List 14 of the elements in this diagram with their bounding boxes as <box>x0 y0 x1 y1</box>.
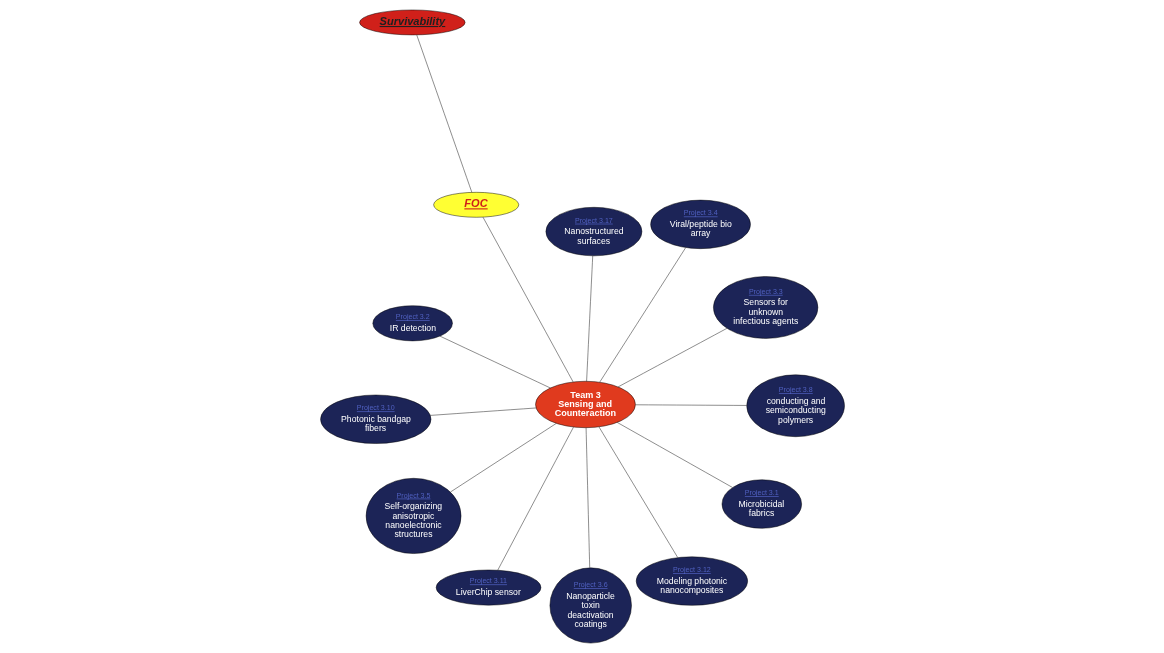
connector <box>598 247 686 383</box>
connector <box>449 423 557 493</box>
connector <box>497 426 574 571</box>
connector <box>598 426 678 558</box>
connector <box>616 422 733 488</box>
node-ellipse: FOC <box>432 192 519 218</box>
connector <box>617 328 727 388</box>
node-ellipse: Team 3 Sensing and Counteraction <box>534 381 636 428</box>
node-ellipse: Survivability <box>358 9 465 36</box>
connector <box>585 427 590 568</box>
connector <box>439 335 551 389</box>
connector <box>429 407 536 416</box>
connector <box>585 255 593 382</box>
connector <box>634 404 747 406</box>
